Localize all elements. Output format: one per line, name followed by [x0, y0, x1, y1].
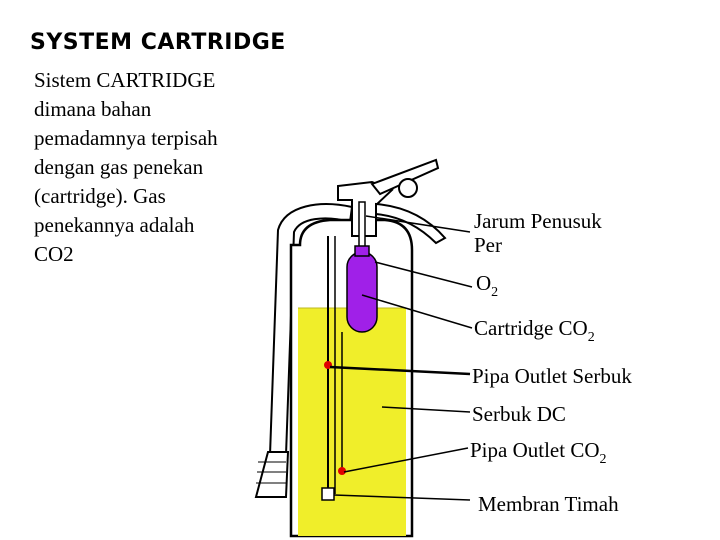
label-serbuk-dc: Serbuk DC [472, 402, 566, 426]
label-pipa-co2-main: Pipa Outlet CO [470, 438, 600, 462]
description-line: dimana bahan [34, 97, 152, 121]
label-o2: O2 [476, 271, 498, 300]
label-jarum-penusuk: Jarum Penusuk [474, 209, 602, 233]
description-line: Sistem CARTRIDGE [34, 68, 216, 92]
description-line: penekannya adalah [34, 213, 195, 237]
marker-dot [338, 467, 346, 475]
label-o2-sub: 2 [491, 285, 498, 300]
piercing-pin [358, 201, 366, 253]
leader-line [333, 494, 471, 501]
label-cartridge-co2: Cartridge CO2 [474, 316, 595, 345]
leader-line [374, 261, 473, 288]
leader-line [365, 215, 471, 233]
label-cartridge-main: Cartridge CO [474, 316, 588, 340]
leader-line [329, 365, 471, 376]
co2-cartridge [346, 251, 378, 333]
description-line: pemadamnya terpisah [34, 126, 218, 150]
label-pipa-outlet-serbuk: Pipa Outlet Serbuk [472, 364, 632, 388]
hose-nozzle [254, 451, 290, 498]
description-line: (cartridge). Gas [34, 184, 166, 208]
description-text: Sistem CARTRIDGE dimana bahan pemadamnya… [34, 66, 284, 269]
label-pipa-outlet-co2: Pipa Outlet CO2 [470, 438, 607, 467]
leader-line [343, 447, 469, 473]
valve-lever [370, 158, 440, 196]
lever-ring [398, 178, 418, 198]
label-pipa-co2-sub: 2 [600, 452, 607, 467]
leader-line [361, 294, 473, 329]
label-o2-main: O [476, 271, 491, 295]
description-line: dengan gas penekan [34, 155, 204, 179]
label-per: Per [474, 233, 502, 257]
label-membran-timah: Membran Timah [478, 492, 619, 516]
tin-membrane [321, 487, 335, 501]
leader-line [381, 406, 471, 413]
label-cartridge-sub: 2 [588, 330, 595, 345]
page-title: SYSTEM CARTRIDGE [30, 30, 286, 55]
description-line: CO2 [34, 242, 74, 266]
powder-fill [298, 308, 406, 536]
